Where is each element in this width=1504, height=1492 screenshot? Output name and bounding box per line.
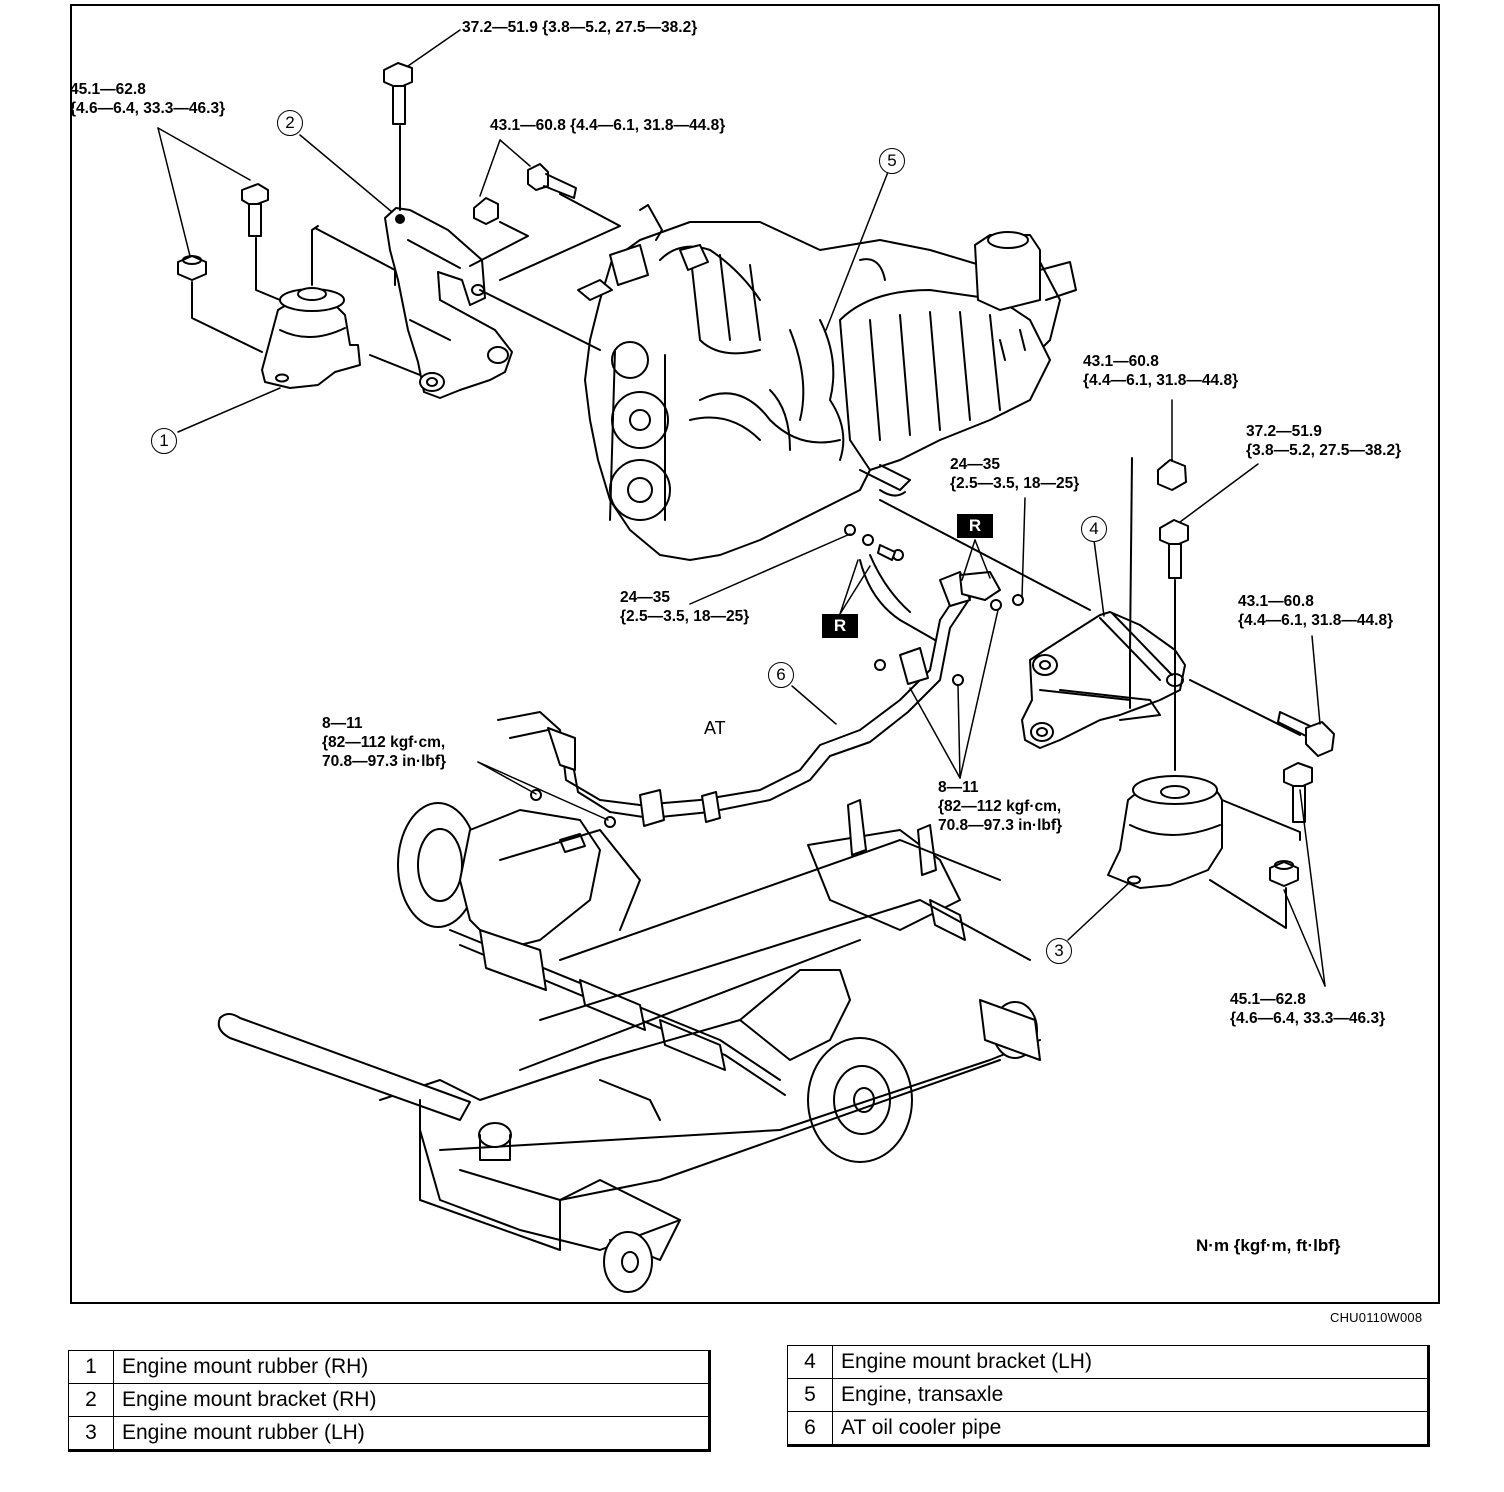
- engine-mount-rubber-lh: [1107, 775, 1223, 889]
- callout-3: 3: [1046, 938, 1072, 964]
- nut-lh-rubber: [1269, 860, 1299, 887]
- legend-row: 5 Engine, transaxle: [787, 1378, 1429, 1412]
- legend-number: 2: [68, 1383, 114, 1417]
- legend-row: 3 Engine mount rubber (LH): [68, 1416, 710, 1451]
- legend-description: Engine mount bracket (RH): [113, 1383, 710, 1417]
- legend-row: 2 Engine mount bracket (RH): [68, 1383, 710, 1417]
- callout-4: 4: [1081, 516, 1107, 542]
- legend-number: 6: [787, 1411, 833, 1446]
- nut-lh-top: [1157, 459, 1187, 491]
- suspension-crossmember-on-jack: [217, 799, 1041, 1293]
- callout-2: 2: [277, 110, 303, 136]
- engine-mount-bracket-lh: [1021, 611, 1186, 749]
- units-note: N·m {kgf·m, ft·lbf}: [1196, 1236, 1341, 1255]
- bolt-lh-right: [1277, 711, 1335, 757]
- bolt-lh-rubber: [1283, 762, 1313, 823]
- parts-legend-right: 4 Engine mount bracket (LH) 5 Engine, tr…: [787, 1345, 1430, 1447]
- torque-label-mid-b: 24—35 {2.5—3.5, 18—25}: [620, 589, 750, 625]
- bolt-rh-mount: [241, 183, 269, 237]
- legend-number: 5: [787, 1378, 833, 1412]
- torque-label-right-mid: 43.1—60.8 {4.4—6.1, 31.8—44.8}: [1238, 593, 1394, 629]
- legend-row: 1 Engine mount rubber (RH): [68, 1350, 710, 1384]
- legend-number: 3: [68, 1416, 114, 1451]
- legend-description: Engine mount bracket (LH): [832, 1345, 1429, 1379]
- torque-label-left-8-11: 8—11 {82—112 kgf·cm, 70.8—97.3 in·lbf}: [322, 715, 447, 770]
- legend-description: Engine mount rubber (LH): [113, 1416, 710, 1451]
- callout-1: 1: [151, 428, 177, 454]
- replace-tag-upper: R: [957, 514, 993, 538]
- exploded-view-drawing: [157, 29, 1335, 1293]
- legend-number: 1: [68, 1350, 114, 1384]
- leader-lines: [157, 29, 1326, 987]
- bolt-bracket-rh: [383, 62, 413, 125]
- legend-description: AT oil cooler pipe: [832, 1411, 1429, 1446]
- at-label: AT: [704, 718, 726, 738]
- callout-5: 5: [879, 148, 905, 174]
- legend-row: 6 AT oil cooler pipe: [787, 1411, 1429, 1446]
- legend-number: 4: [787, 1345, 833, 1379]
- engine-mount-bracket-rh: [384, 207, 513, 399]
- torque-label-top-center: 37.2—51.9 {3.8—5.2, 27.5—38.2}: [462, 19, 698, 36]
- parts-legend-left: 1 Engine mount rubber (RH) 2 Engine moun…: [68, 1350, 711, 1452]
- torque-label-right-upper2: 37.2—51.9 {3.8—5.2, 27.5—38.2}: [1246, 423, 1402, 459]
- torque-label-top-left: 45.1—62.8 {4.6—6.4, 33.3—46.3}: [70, 81, 226, 117]
- engine-mount-rubber-rh: [261, 225, 361, 389]
- fasteners-pipe: [530, 524, 1024, 828]
- bolt-top-mid: [527, 163, 577, 199]
- engine-transaxle: [577, 204, 1077, 561]
- legend-row: 4 Engine mount bracket (LH): [787, 1345, 1429, 1379]
- callout-6: 6: [768, 662, 794, 688]
- diagram-frame: [70, 4, 1440, 1304]
- torque-label-top-mid: 43.1—60.8 {4.4—6.1, 31.8—44.8}: [490, 117, 726, 134]
- nut-top-mid: [473, 197, 499, 225]
- torque-label-right-8-11: 8—11 {82—112 kgf·cm, 70.8—97.3 in·lbf}: [938, 779, 1063, 834]
- figure-code: CHU0110W008: [1330, 1310, 1423, 1325]
- torque-label-bottom-right: 45.1—62.8 {4.6—6.4, 33.3—46.3}: [1230, 991, 1386, 1027]
- torque-label-mid-a: 24—35 {2.5—3.5, 18—25}: [950, 456, 1080, 492]
- replace-tag-lower: R: [822, 614, 858, 638]
- nut-rh-mount: [177, 255, 207, 281]
- legend-description: Engine mount rubber (RH): [113, 1350, 710, 1384]
- bolt-lh-upper: [1159, 519, 1189, 579]
- torque-label-right-upper: 43.1—60.8 {4.4—6.1, 31.8—44.8}: [1083, 353, 1239, 389]
- legend-description: Engine, transaxle: [832, 1378, 1429, 1412]
